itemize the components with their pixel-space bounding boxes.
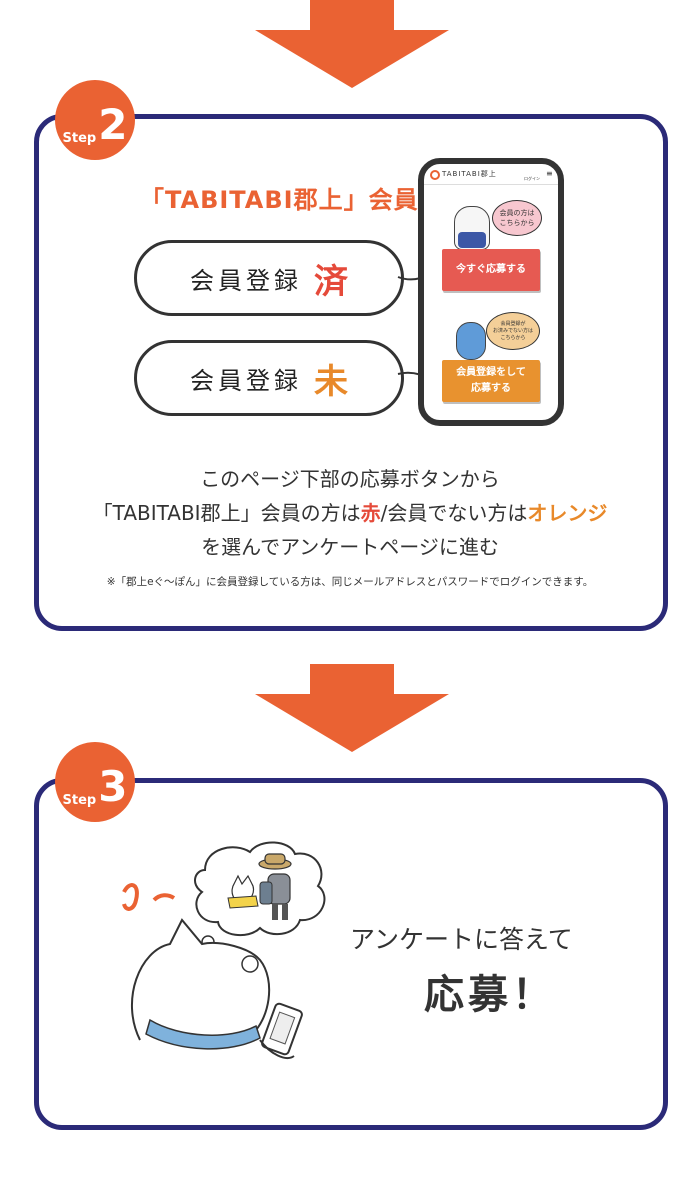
down-arrow-top xyxy=(255,0,449,88)
registered-label: 会員登録 xyxy=(190,266,302,295)
member-heading: 「TABITABI郡上」会員 xyxy=(140,186,419,214)
mascot-illustration-2 xyxy=(456,322,486,360)
down-arrow-middle xyxy=(255,664,449,752)
register-button-line2: 応募する xyxy=(471,383,511,394)
phone-login[interactable]: ログイン xyxy=(524,176,540,181)
instruction-line3: を選んでアンケートページに進む xyxy=(201,535,499,559)
speech-cloud-1: 会員の方は こちらから xyxy=(492,200,542,236)
step-label: Step xyxy=(62,793,97,808)
speech-cloud-2: 会員登録が お済みでない方は こちらから xyxy=(486,312,540,350)
step2-badge: Step 2 xyxy=(55,80,135,160)
logo-icon xyxy=(430,170,440,180)
registered-pill: 会員登録 済 xyxy=(134,240,404,316)
instruction-orange: オレンジ xyxy=(527,501,608,525)
login-note: ※「郡上eぐ～ぽん」に会員登録している方は、同じメールアドレスとパスワードでログ… xyxy=(106,576,594,588)
instruction-line1: このページ下部の応募ボタンから xyxy=(200,467,500,491)
cat-thinking-illustration xyxy=(122,841,326,1059)
step3-line1: アンケートに答えて xyxy=(350,925,573,954)
instruction-line2-a: 「TABITABI郡上」会員の方は xyxy=(92,501,361,525)
phone-header: TABITABI郡上 ログイン ≡ xyxy=(424,164,558,185)
instruction-line2: 「TABITABI郡上」会員の方は赤/会員でない方はオレンジ xyxy=(40,496,660,530)
step-number: 2 xyxy=(98,100,128,149)
registered-mark: 済 xyxy=(314,261,348,302)
step3-line2: 応募！ xyxy=(424,972,556,1018)
step-number: 3 xyxy=(98,762,128,811)
unregistered-label: 会員登録 xyxy=(190,366,302,395)
step-label: Step xyxy=(62,131,97,146)
step3-card xyxy=(34,778,668,1130)
phone-brand: TABITABI郡上 xyxy=(442,170,497,178)
unregistered-pill: 会員登録 未 xyxy=(134,340,404,416)
instruction-red: 赤 xyxy=(360,501,381,525)
music-note-icon xyxy=(122,883,176,911)
register-button-line1: 会員登録をして xyxy=(456,367,526,378)
apply-now-button[interactable]: 今すぐ応募する xyxy=(442,249,540,291)
instruction-line2-b: /会員でない方は xyxy=(380,501,528,525)
unregistered-mark: 未 xyxy=(314,361,348,402)
menu-icon[interactable]: ≡ xyxy=(546,169,553,178)
step3-badge: Step 3 xyxy=(55,742,135,822)
phone-mockup: TABITABI郡上 ログイン ≡ 会員の方は こちらから 今すぐ応募する 会員… xyxy=(418,158,564,426)
cat-suit-1 xyxy=(458,232,486,248)
register-and-apply-button[interactable]: 会員登録をして 応募する xyxy=(442,360,540,402)
